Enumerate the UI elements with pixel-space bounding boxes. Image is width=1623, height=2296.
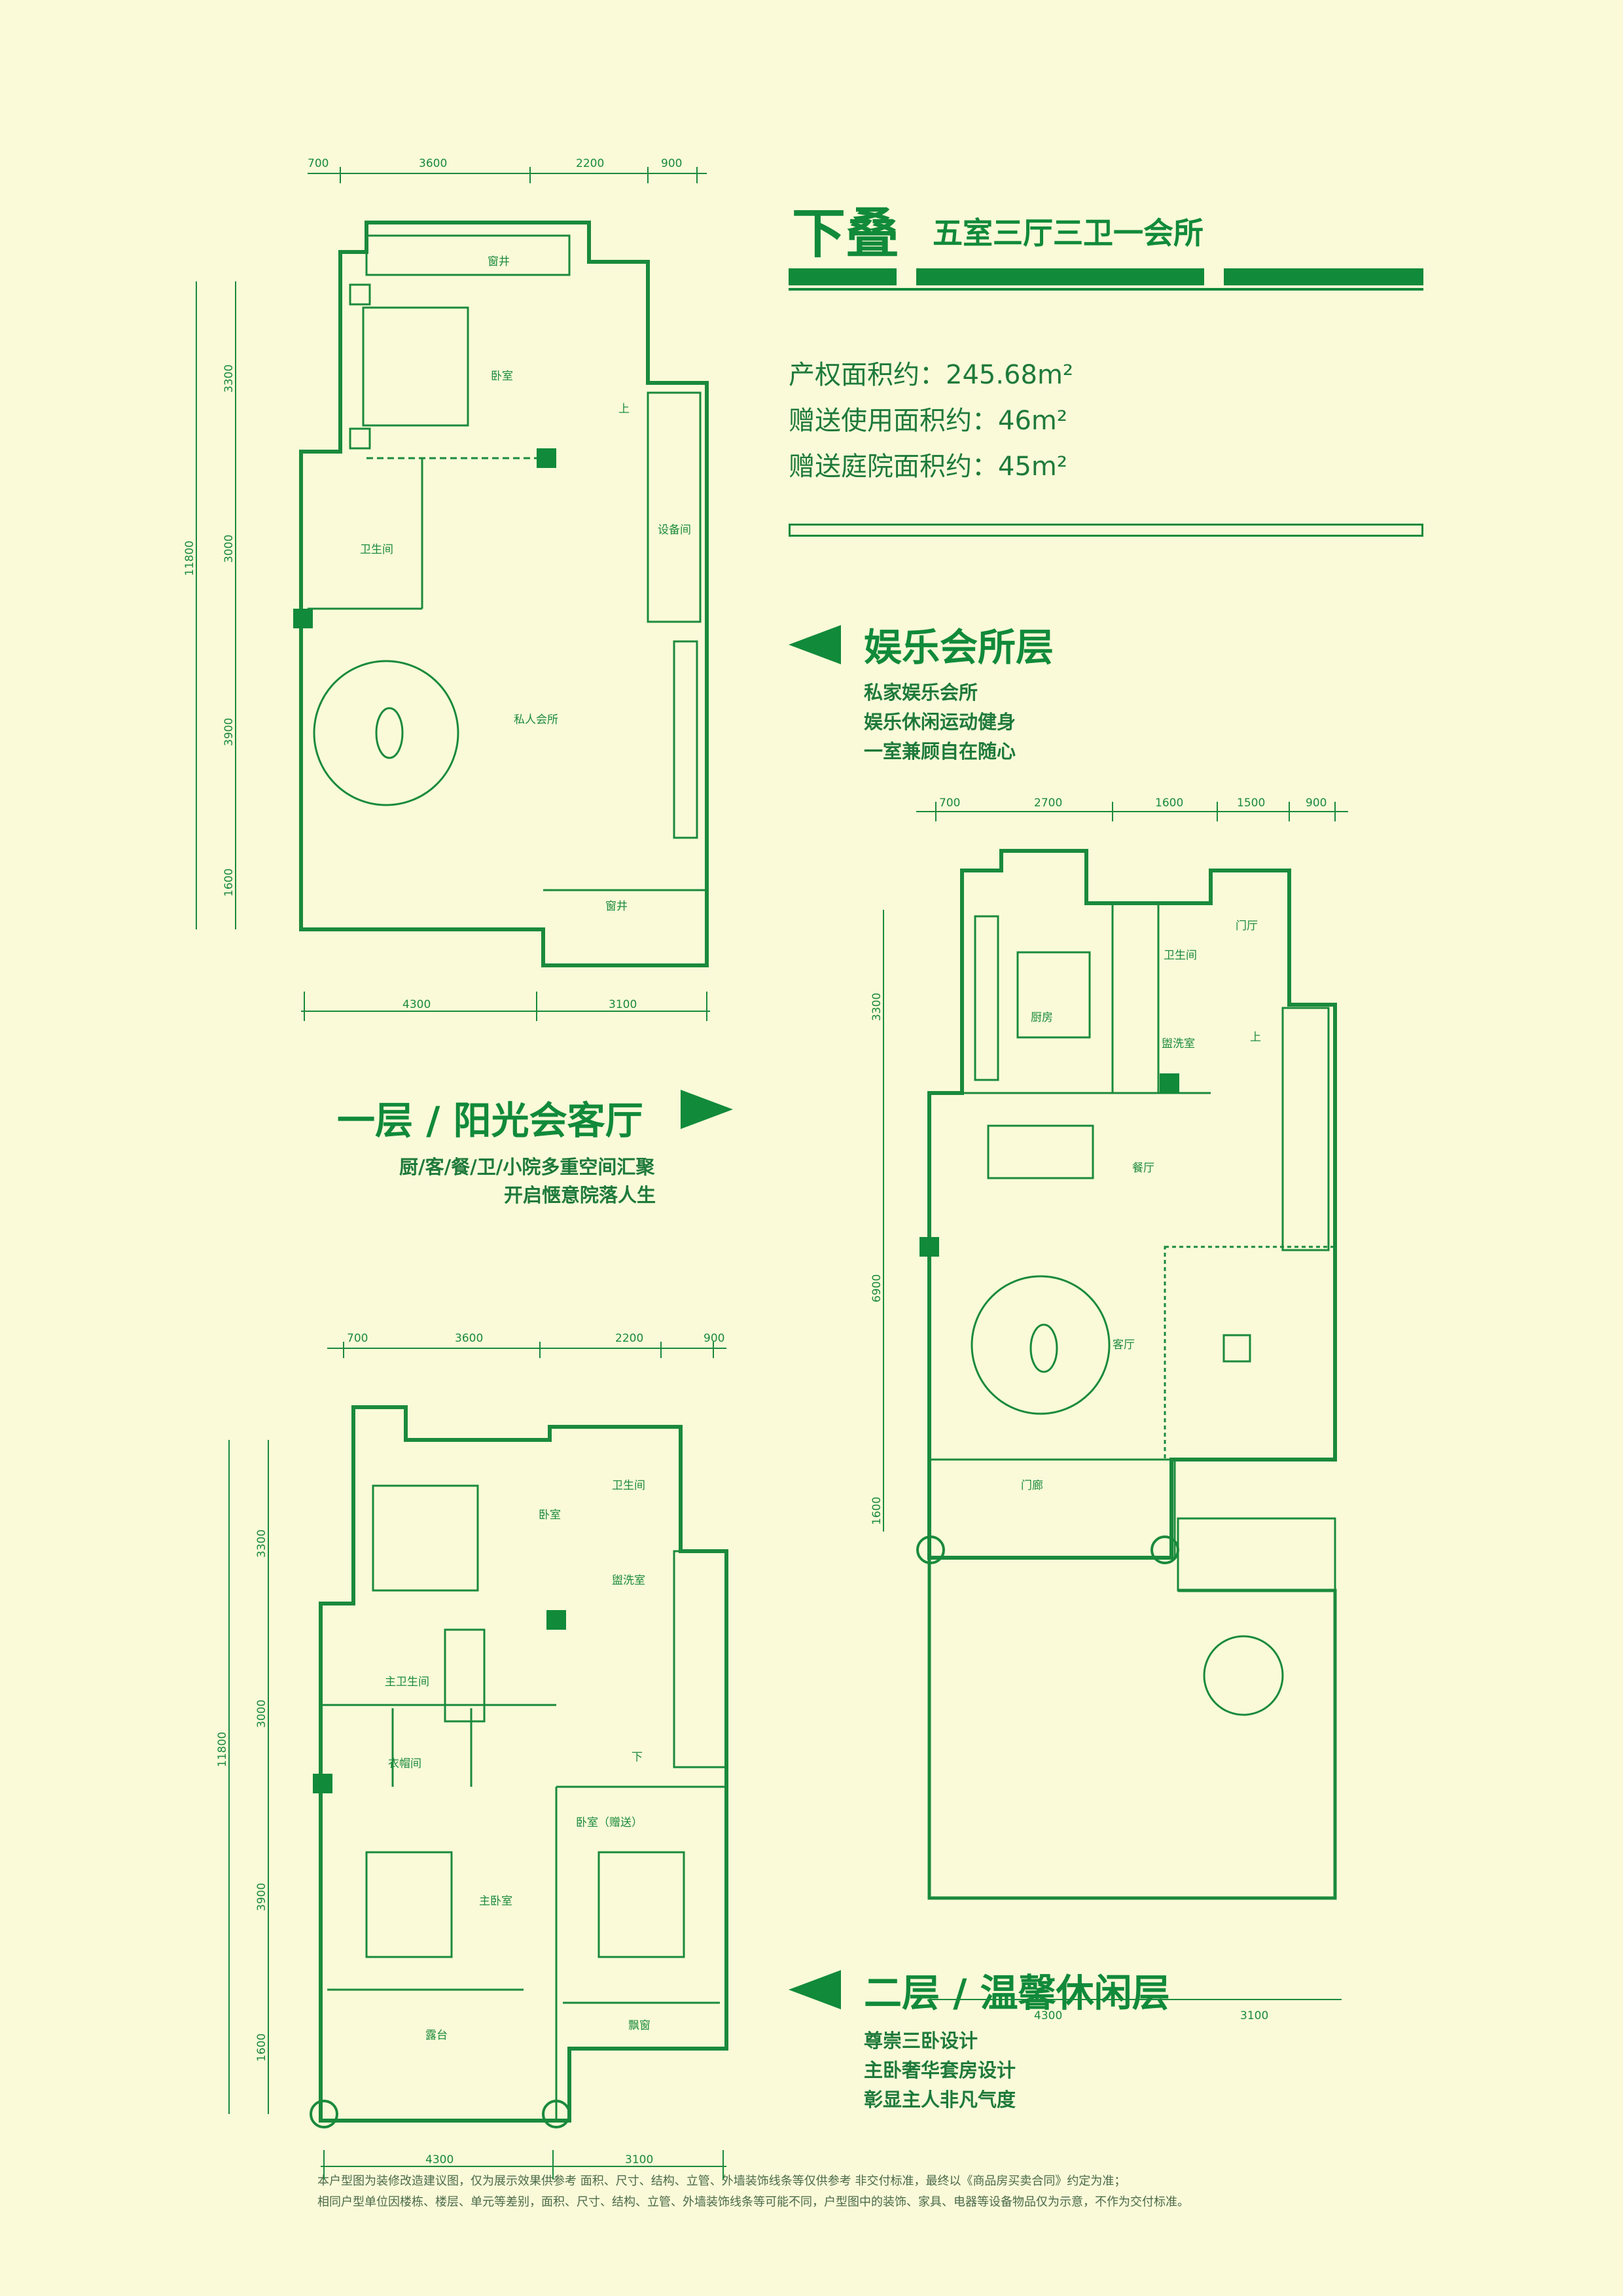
second-line-2: 主卧奢华套房设计 (864, 2059, 1016, 2081)
s-room-4: 主卫生间 (385, 1676, 429, 1689)
s-total-dim: 11800 (216, 1732, 229, 1767)
header-bar-1 (789, 268, 897, 285)
f-room-2: 卫生间 (1164, 949, 1197, 962)
b-top-dim-1: 700 (308, 157, 329, 170)
b-top-dim-3: 2200 (576, 157, 604, 170)
footnote-1: 本户型图为装修改造建议图，仅为展示效果供参考 面积、尺寸、结构、立管、外墙装饰线… (317, 2174, 1126, 2188)
title-sub: 五室三厅三卫一会所 (933, 215, 1204, 251)
s-bottom-dim-2: 3100 (625, 2153, 653, 2166)
header-bar-3 (1224, 268, 1423, 285)
header-bar-2 (916, 268, 1204, 285)
club-line-2: 娱乐休闲运动健身 (864, 711, 1016, 733)
s-room-5: 衣帽间 (388, 1757, 421, 1770)
second-floor-plan: 700 3600 2200 900 3300 3000 3900 1600 11… (216, 1332, 728, 2179)
b-bottom-dim-1: 4300 (402, 998, 431, 1011)
b-side-dim-3: 3900 (223, 718, 236, 746)
s-side-dim-1: 3300 (255, 1530, 268, 1558)
f-room-8: 门廊 (1021, 1479, 1043, 1492)
f-side-dim-2: 6900 (870, 1274, 883, 1302)
b-top-dim-4: 900 (661, 157, 682, 170)
club-heading: 娱乐会所层 (864, 625, 1054, 670)
f-room-1: 门厅 (1236, 920, 1258, 933)
f-side-dim-3: 1600 (870, 1497, 883, 1525)
s-top-dim-1: 700 (347, 1332, 368, 1345)
f-side-dim-1: 3300 (870, 993, 883, 1021)
s-bottom-dim-1: 4300 (425, 2153, 454, 2166)
b-room-5: 设备间 (658, 524, 691, 537)
s-top-dim-4: 900 (704, 1332, 724, 1345)
s-top-dim-3: 2200 (615, 1332, 643, 1345)
stat-garden-area: 赠送庭院面积约：45m² (789, 452, 1067, 482)
s-room-3: 盥洗室 (612, 1574, 645, 1587)
footnote-2: 相同户型单位因楼栋、楼层、单元等差别，面积、尺寸、结构、立管、外墙装饰线条等可能… (317, 2195, 1189, 2209)
first-heading: 一层 / 阳光会客厅 (337, 1098, 643, 1143)
f-top-dim-5: 900 (1306, 797, 1327, 810)
s-side-dim-2: 3000 (255, 1700, 268, 1728)
b-top-dim-2: 3600 (419, 157, 447, 170)
s-room-10: 飘窗 (628, 2019, 651, 2032)
first-line-1: 厨/客/餐/卫/小院多重空间汇聚 (399, 1156, 655, 1178)
first-floor-plan: 700 2700 1600 1500 900 3300 6900 1600 43… (870, 797, 1348, 2022)
f-room-5: 上 (1250, 1031, 1261, 1044)
s-room-2: 卧室 (539, 1509, 561, 1522)
s-room-1: 卫生间 (612, 1479, 645, 1492)
b-room-6: 私人会所 (514, 713, 558, 726)
f-bottom-dim-2: 3100 (1240, 2009, 1268, 2022)
header-bar-underline (789, 288, 1423, 291)
s-room-8: 主卧室 (479, 1895, 512, 1908)
f-top-dim-4: 1500 (1237, 797, 1265, 810)
b-room-1: 窗井 (488, 255, 510, 268)
s-side-dim-4: 1600 (255, 2034, 268, 2062)
f-top-dim-2: 2700 (1034, 797, 1062, 810)
stat-bonus-use-area: 赠送使用面积约：46m² (789, 406, 1067, 436)
b-total-dim: 11800 (183, 541, 196, 576)
s-room-7: 卧室（赠送） (576, 1816, 643, 1829)
b-side-dim-2: 3000 (223, 535, 236, 563)
divider-bar (789, 524, 1423, 537)
club-line-3: 一室兼顾自在随心 (864, 740, 1016, 762)
s-side-dim-3: 3900 (255, 1883, 268, 1911)
club-arrow-icon (789, 625, 841, 664)
second-line-3: 彰显主人非凡气度 (864, 2089, 1016, 2111)
b-bottom-dim-2: 3100 (609, 998, 637, 1011)
s-room-9: 露台 (425, 2029, 448, 2042)
f-room-6: 餐厅 (1132, 1162, 1154, 1175)
f-top-dim-1: 700 (939, 797, 960, 810)
s-top-dim-2: 3600 (455, 1332, 483, 1345)
s-room-6: 下 (632, 1751, 643, 1764)
basement-plan: 700 3600 2200 900 3300 3000 3900 1600 11… (183, 157, 710, 1021)
second-heading: 二层 / 温馨休闲层 (864, 1971, 1170, 2015)
b-room-2: 卧室 (491, 370, 513, 383)
second-arrow-icon (789, 1970, 841, 2009)
f-bottom-dim-1: 4300 (1034, 2009, 1062, 2022)
first-line-2: 开启惬意院落人生 (504, 1184, 656, 1206)
title-main: 下叠 (792, 203, 900, 265)
b-room-7: 窗井 (605, 900, 628, 913)
f-room-7: 客厅 (1113, 1338, 1135, 1352)
first-arrow-icon (681, 1090, 733, 1129)
b-room-3: 上 (618, 403, 630, 416)
second-line-1: 尊崇三卧设计 (864, 2030, 978, 2052)
f-top-dim-3: 1600 (1155, 797, 1183, 810)
b-side-dim-1: 3300 (223, 365, 236, 393)
club-line-1: 私家娱乐会所 (864, 681, 978, 704)
f-room-4: 盥洗室 (1162, 1037, 1195, 1050)
stat-property-area: 产权面积约：245.68m² (789, 360, 1073, 390)
f-room-3: 厨房 (1031, 1011, 1053, 1024)
b-room-4: 卫生间 (360, 543, 393, 556)
b-side-dim-4: 1600 (223, 869, 236, 897)
